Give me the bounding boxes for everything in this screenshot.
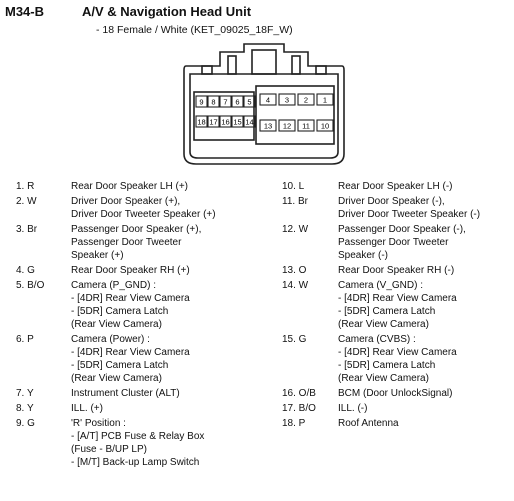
pin-description: Camera (V_GND) :: [338, 280, 424, 291]
pin-label: 12. W: [282, 224, 309, 235]
pin-number: 18: [197, 118, 205, 127]
pin-label: 5. B/O: [16, 280, 45, 291]
connector-spec: - 18 Female / White (KET_09025_18F_W): [96, 24, 293, 36]
pin-cavity: [219, 115, 232, 128]
pin-label: 9. G: [16, 418, 35, 429]
pin-label: 11. Br: [282, 196, 308, 207]
pin-description: Driver Door Tweeter Speaker (-): [338, 209, 481, 220]
pin-description: ILL. (-): [338, 403, 368, 414]
pin-number: 12: [283, 122, 291, 131]
pin-number: 7: [223, 98, 227, 107]
pin-description: (Rear View Camera): [71, 373, 162, 384]
pin-description: Speaker (-): [338, 250, 389, 261]
pin-description: Driver Door Tweeter Speaker (+): [71, 209, 216, 220]
pin-description: (Rear View Camera): [71, 319, 162, 330]
pin-label: 17. B/O: [282, 403, 316, 414]
pin-cavity: [243, 115, 256, 128]
pin-description: (Rear View Camera): [338, 373, 429, 384]
pin-cavity: [243, 95, 256, 108]
pin-description: Passenger Door Speaker (+),: [71, 224, 202, 235]
pin-number: 11: [302, 122, 310, 131]
pin-description: Rear Door Speaker RH (-): [338, 265, 455, 276]
pin-description: Rear Door Speaker LH (+): [71, 181, 188, 192]
pin-label: 3. Br: [16, 224, 38, 235]
pin-description: Passenger Door Tweeter: [71, 237, 182, 248]
pin-cavity: [219, 95, 232, 108]
pin-number: 1: [323, 96, 327, 105]
pin-number: 17: [209, 118, 217, 127]
pin-cavity: [207, 115, 220, 128]
pin-label: 14. W: [282, 280, 309, 291]
pin-description: Driver Door Speaker (+),: [71, 196, 181, 207]
pin-label: 15. G: [282, 334, 307, 345]
pin-description: (Fuse - B/UP LP): [71, 444, 147, 455]
pin-description: 'R' Position :: [71, 418, 126, 429]
pin-cavity: [207, 95, 220, 108]
pin-description: - [4DR] Rear View Camera: [338, 347, 457, 358]
pin-cavity: [259, 93, 277, 106]
pin-label: 18. P: [282, 418, 306, 429]
pin-description: Camera (Power) :: [71, 334, 150, 345]
connector-bottom-row: 18 17 16 15 14 13 12 11 10: [195, 115, 334, 132]
pin-number: 9: [199, 98, 203, 107]
pin-description: Camera (P_GND) :: [71, 280, 157, 291]
pin-description: - [A/T] PCB Fuse & Relay Box: [71, 431, 205, 442]
pin-description: Passenger Door Speaker (-),: [338, 224, 466, 235]
pin-label: 16. O/B: [282, 388, 316, 399]
pin-label: 7. Y: [16, 388, 34, 399]
pin-label: 13. O: [282, 265, 307, 276]
pin-cavity: [259, 119, 277, 132]
pin-number: 16: [221, 118, 229, 127]
pin-description: - [5DR] Camera Latch: [338, 306, 436, 317]
connector-code: M34-B: [5, 4, 45, 19]
pin-number: 4: [266, 96, 270, 105]
pin-description: - [M/T] Back-up Lamp Switch: [71, 457, 200, 468]
pin-cavity: [297, 119, 315, 132]
pin-label: 10. L: [282, 181, 305, 192]
pin-description: Instrument Cluster (ALT): [71, 388, 180, 399]
pin-description: BCM (Door UnlockSignal): [338, 388, 453, 399]
pin-cavity: [297, 93, 315, 106]
pin-description: - [5DR] Camera Latch: [338, 360, 436, 371]
pin-description: Roof Antenna: [338, 418, 399, 429]
pin-description: Driver Door Speaker (-),: [338, 196, 445, 207]
pin-description: - [4DR] Rear View Camera: [338, 293, 457, 304]
pin-number: 5: [247, 98, 251, 107]
pin-description: - [4DR] Rear View Camera: [71, 347, 190, 358]
pin-number: 3: [285, 96, 289, 105]
pin-description: Passenger Door Tweeter: [338, 237, 449, 248]
pin-label: 1. R: [16, 181, 35, 192]
pin-cavity: [231, 115, 244, 128]
pin-number: 10: [321, 122, 329, 131]
pin-label: 2. W: [16, 196, 37, 207]
pin-cavity: [316, 119, 334, 132]
pin-cavity: [278, 119, 296, 132]
pin-description: Rear Door Speaker LH (-): [338, 181, 453, 192]
pin-description: Rear Door Speaker RH (+): [71, 265, 190, 276]
pin-description: - [5DR] Camera Latch: [71, 360, 169, 371]
pin-number: 8: [211, 98, 215, 107]
pin-description: Speaker (+): [71, 250, 124, 261]
pin-number: 6: [235, 98, 239, 107]
pin-label: 8. Y: [16, 403, 34, 414]
pin-cavity: [195, 115, 208, 128]
pin-cavity: [195, 95, 208, 108]
pin-cavity: [278, 93, 296, 106]
pin-description: - [4DR] Rear View Camera: [71, 293, 190, 304]
pin-cavity: [231, 95, 244, 108]
pin-number: 15: [233, 118, 241, 127]
pin-description: (Rear View Camera): [338, 319, 429, 330]
pin-cavity: [316, 93, 334, 106]
page-title: A/V & Navigation Head Unit: [82, 4, 252, 19]
pin-label: 4. G: [16, 265, 35, 276]
pin-number: 13: [264, 122, 272, 131]
pin-number: 2: [304, 96, 308, 105]
pin-number: 14: [245, 118, 253, 127]
pin-description: ILL. (+): [71, 403, 103, 414]
pin-label: 6. P: [16, 334, 34, 345]
pin-description: - [5DR] Camera Latch: [71, 306, 169, 317]
pin-description: Camera (CVBS) :: [338, 334, 416, 345]
